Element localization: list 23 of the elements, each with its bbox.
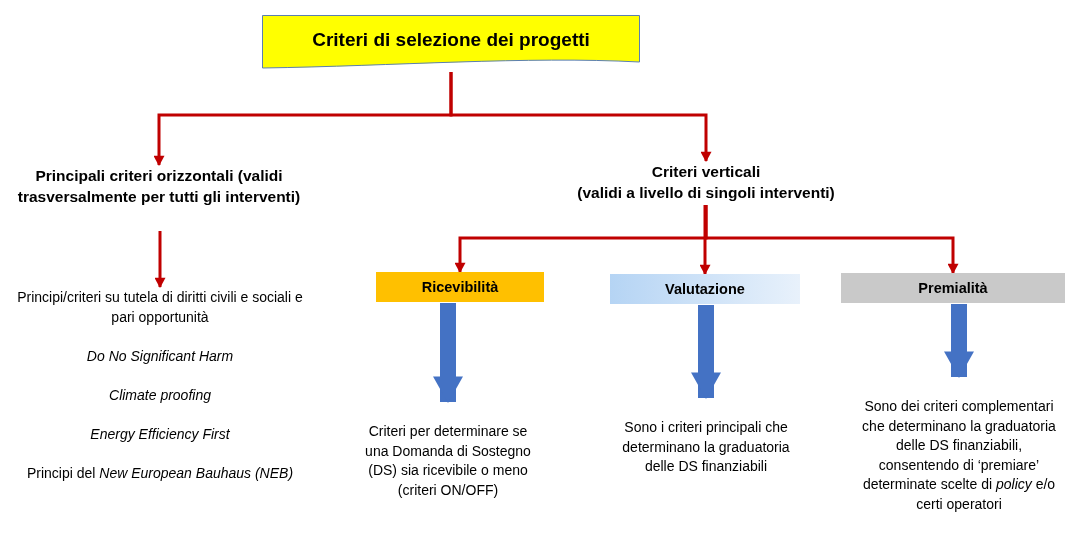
title-text: Criteri di selezione dei progetti (312, 29, 590, 51)
block-arrow (944, 304, 974, 378)
arrow (154, 231, 166, 288)
criterion-text: Climate proofing (109, 386, 211, 405)
block-arrow (691, 305, 721, 399)
category-bar: Premialità (841, 273, 1065, 303)
block-arrow (433, 303, 463, 403)
criterion-text: Principi del New European Bauhaus (NEB) (26, 464, 294, 483)
document-shape (262, 15, 640, 72)
arrow (699, 205, 711, 275)
heading-text: Principali criteri orizzontali (validi trasversalmente per tutti gli interventi) (16, 166, 302, 207)
description-text: Sono i criteri principali che determinano la graduatoria delle DS finanziabili (618, 418, 794, 498)
criterion-text: Do No Significant Harm (86, 347, 234, 366)
description-text: Criteri per determinare se una Domanda di Sostegno (DS) sia ricevibile o meno (criteri ON/OFF) (363, 422, 533, 522)
criterion-text: Energy Efficiency First (90, 425, 230, 444)
criterion-text: Principi/criteri su tutela di diritti civili e sociali e pari opportunità (16, 288, 304, 327)
category-bar: Ricevibilità (376, 272, 544, 302)
heading-text: Criteri verticali (651, 162, 761, 182)
category-bar: Valutazione (610, 274, 800, 304)
description-text: Sono dei criteri complementari che determinano la graduatoria delle DS finanziabili, consentendo di ‘premiare’ determinate scelte di policy e/o certi operatori (859, 397, 1059, 553)
arrow (704, 205, 959, 274)
heading-text: (validi a livello di singoli interventi) (577, 183, 835, 203)
arrow (449, 72, 712, 162)
